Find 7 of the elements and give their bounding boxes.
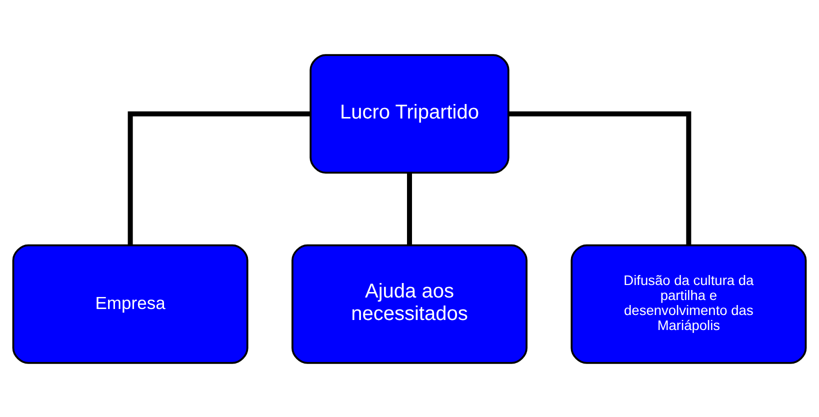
connector: [508, 110, 692, 244]
node-box: Ajuda aos necessitados: [292, 244, 528, 364]
connector: [407, 172, 412, 245]
connector: [128, 110, 310, 244]
node-box: Difusão da cultura da partilha e desenvolvimento das Mariápolis: [570, 244, 807, 364]
node-box: Empresa: [12, 244, 248, 364]
node-box: Lucro Tripartido: [310, 54, 510, 174]
